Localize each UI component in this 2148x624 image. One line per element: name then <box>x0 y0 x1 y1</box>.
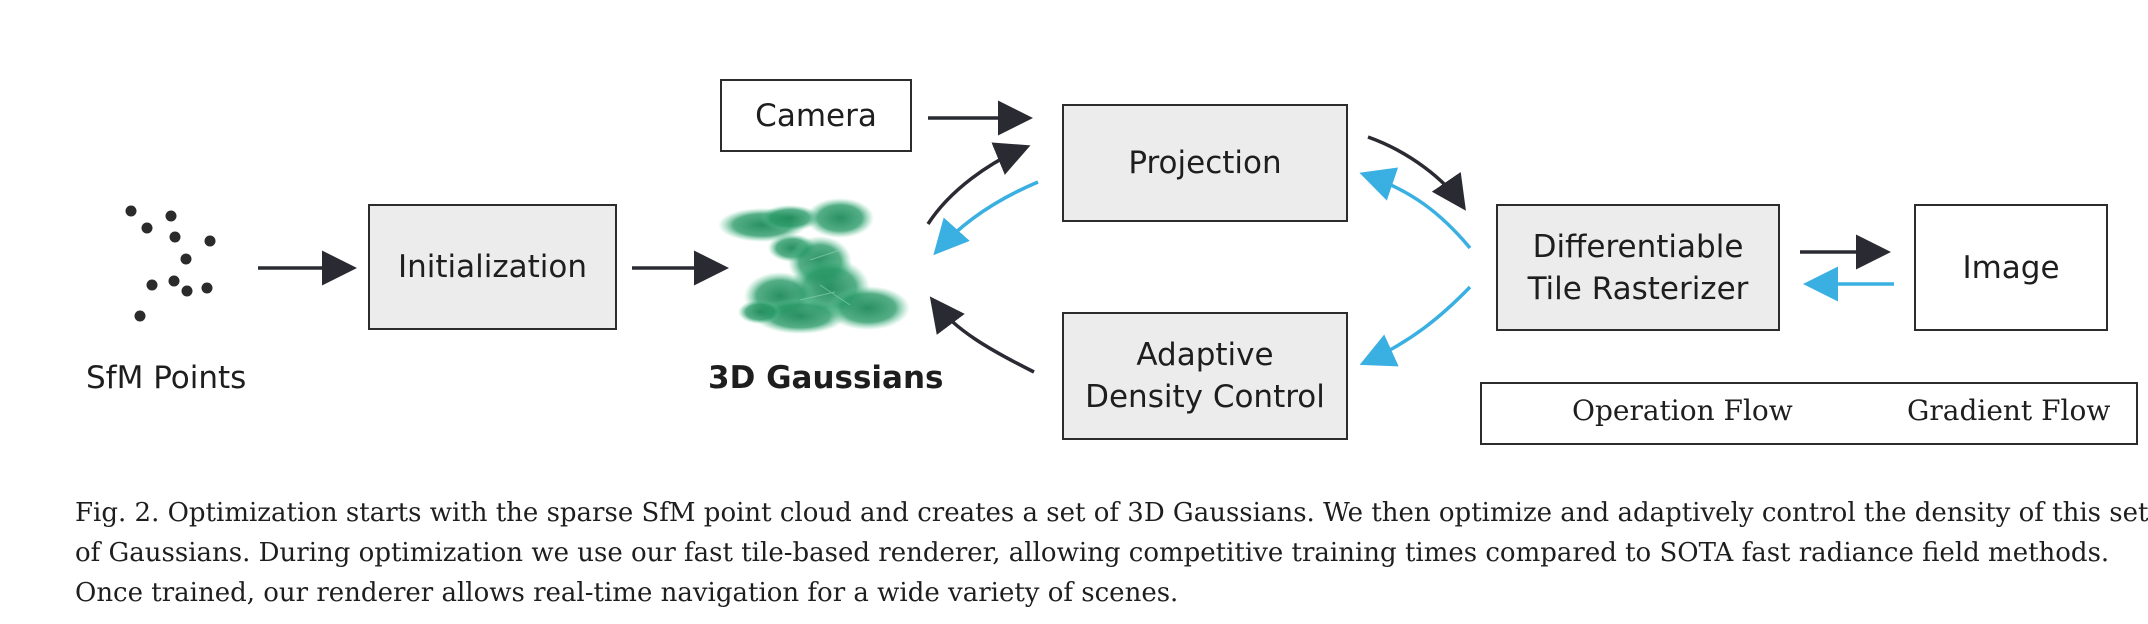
legend-operation-label: Operation Flow <box>1572 394 1793 427</box>
sfm-points-icon <box>125 205 216 322</box>
gaussians-label: 3D Gaussians <box>708 360 944 396</box>
rasterizer-label-line2: Tile Rasterizer <box>1527 270 1749 307</box>
adaptive-density-label-line1: Adaptive <box>1136 337 1274 373</box>
arrow-gaussians-to-projection <box>926 142 1031 225</box>
operation-arrows <box>258 100 1891 374</box>
grad-rasterizer-to-projection <box>1359 167 1472 250</box>
initialization-label: Initialization <box>397 249 588 285</box>
adaptive-density-node: Adaptive Density Control <box>1062 312 1348 440</box>
rasterizer-node: Differentiable Tile Rasterizer <box>1496 204 1780 331</box>
image-node: Image <box>1914 204 2108 331</box>
adaptive-density-label-line2: Density Control <box>1085 379 1325 415</box>
caption-line-3: Once trained, our renderer allows real-t… <box>75 578 1179 608</box>
initialization-node: Initialization <box>368 204 617 330</box>
arrow-density-to-gaussians <box>929 296 1035 374</box>
gaussians-icon <box>718 198 910 334</box>
grad-projection-to-gaussians <box>933 180 1039 256</box>
grad-rasterizer-to-density <box>1359 285 1472 367</box>
gradient-arrows <box>933 167 1894 367</box>
projection-node: Projection <box>1062 104 1348 222</box>
legend: Operation Flow Gradient Flow <box>1480 382 2138 445</box>
image-label: Image <box>1962 249 2060 286</box>
caption-line-2: of Gaussians. During optimization we use… <box>75 538 2110 568</box>
arrow-projection-to-rasterizer <box>1367 135 1466 211</box>
legend-gradient-label: Gradient Flow <box>1907 394 2111 427</box>
caption-line-1: Fig. 2. Optimization starts with the spa… <box>75 498 2148 528</box>
camera-node: Camera <box>720 79 912 152</box>
rasterizer-label-line1: Differentiable <box>1532 228 1744 265</box>
sfm-points-label: SfM Points <box>86 360 247 396</box>
projection-label: Projection <box>1128 145 1282 181</box>
figure-caption: Fig. 2. Optimization starts with the spa… <box>75 493 2148 613</box>
camera-label: Camera <box>755 97 877 134</box>
